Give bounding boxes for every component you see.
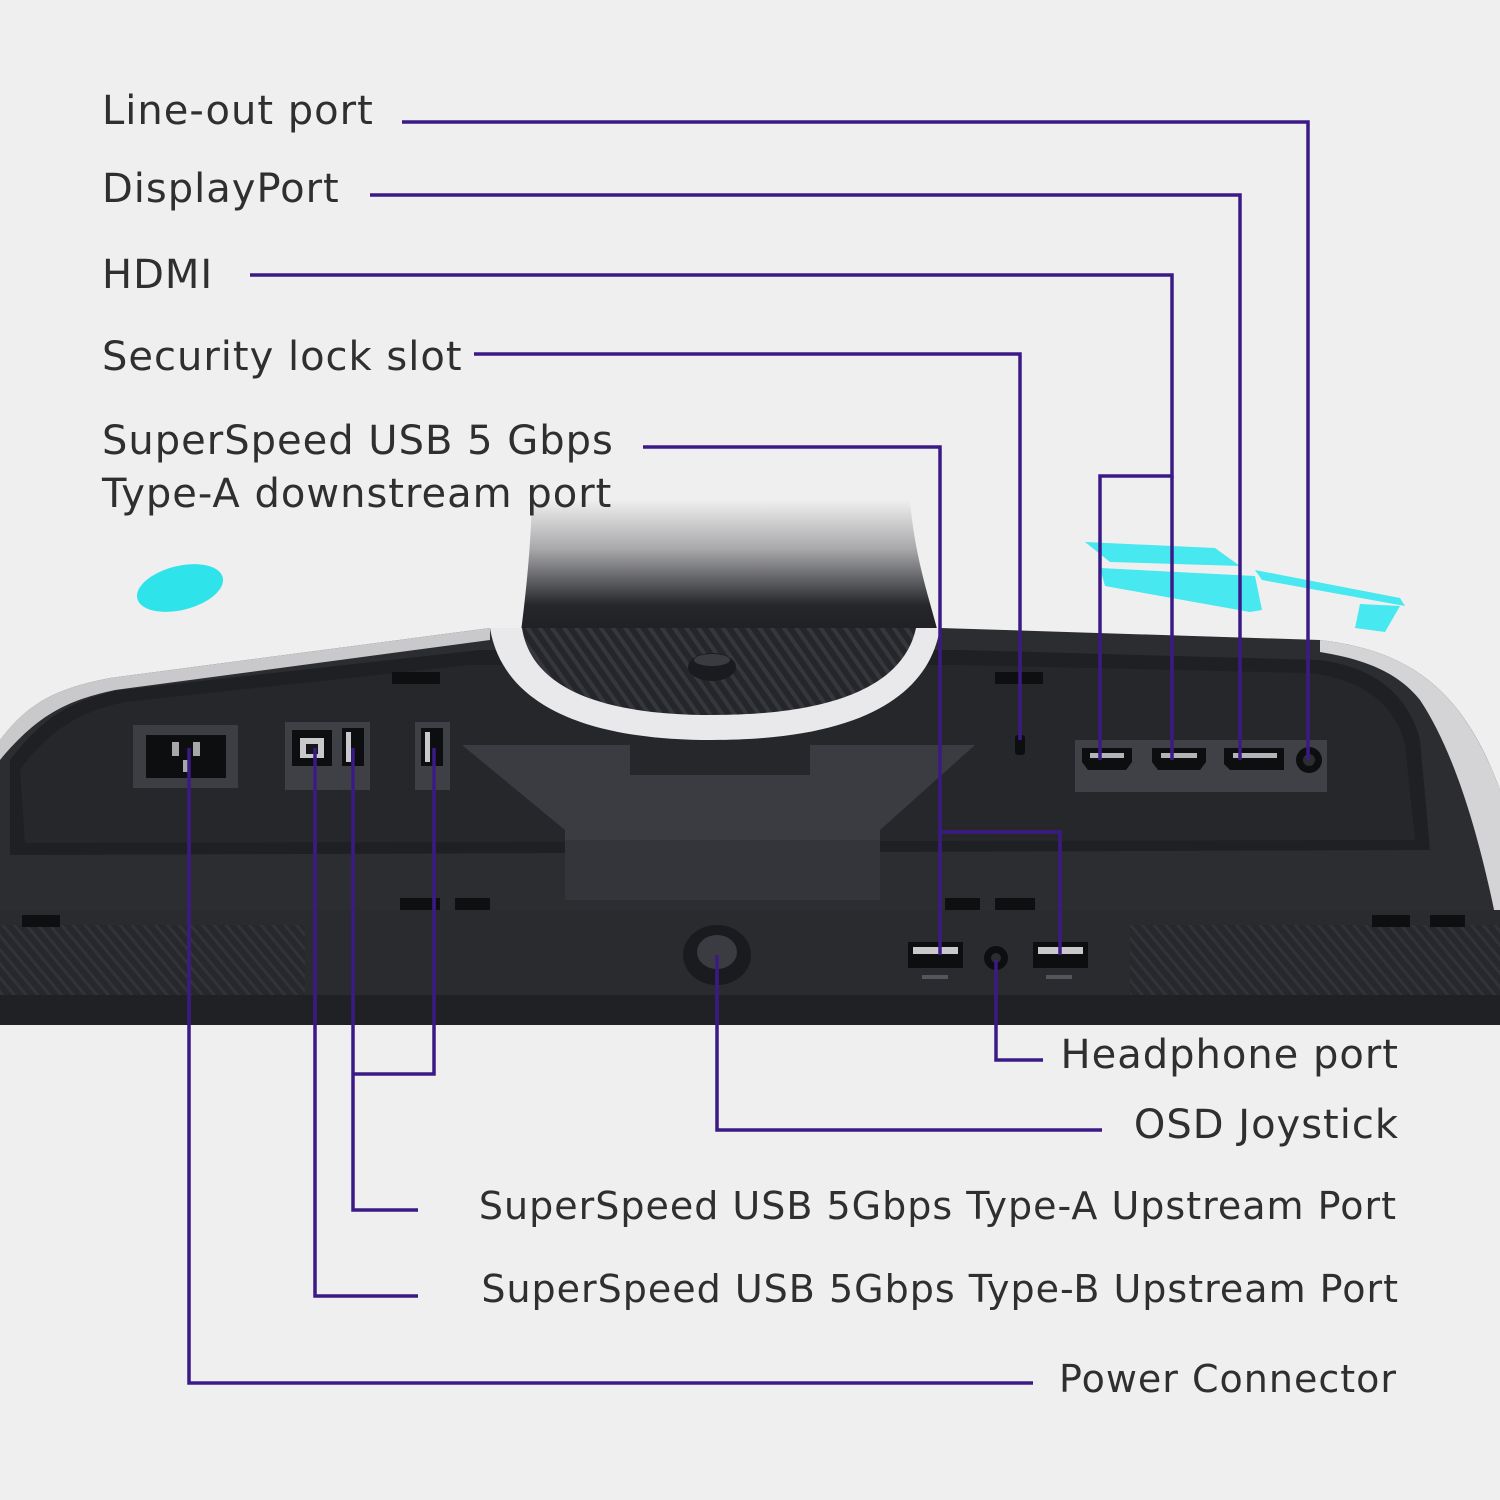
label-osd-joystick: OSD Joystick xyxy=(1133,1102,1399,1148)
label-hdmi: HDMI xyxy=(102,252,214,298)
label-displayport: DisplayPort xyxy=(102,166,340,212)
usb-b-port-icon xyxy=(292,730,332,766)
leader-usb-downstream-2 xyxy=(940,830,1062,955)
leader-usb-downstream xyxy=(643,445,942,955)
label-line-out-port: Line-out port xyxy=(102,88,374,134)
leader-displayport xyxy=(370,193,1242,760)
displayport-port-icon xyxy=(1224,748,1284,770)
leader-usb-a-upstream xyxy=(351,748,418,1212)
hdmi-port-icon xyxy=(1082,748,1132,770)
monitor-model-number-logo xyxy=(1085,542,1405,632)
hdmi-port-icon xyxy=(1152,748,1206,770)
security-lock-slot-icon xyxy=(1015,735,1025,755)
label-usb-downstream-line2: Type-A downstream port xyxy=(102,471,613,517)
label-headphone-port: Headphone port xyxy=(1060,1032,1399,1078)
alien-head-logo xyxy=(136,564,224,612)
label-power-connector: Power Connector xyxy=(1059,1357,1397,1401)
audio-jack-icon xyxy=(984,946,1008,970)
label-usb-b-upstream-port: SuperSpeed USB 5Gbps Type-B Upstream Por… xyxy=(481,1267,1399,1311)
label-usb-a-upstream-port: SuperSpeed USB 5Gbps Type-A Upstream Por… xyxy=(478,1184,1397,1228)
leader-power xyxy=(187,748,1033,1385)
usb-a-port-icon xyxy=(908,942,963,979)
leader-osd-joystick xyxy=(715,955,1102,1132)
leader-headphone xyxy=(994,960,1043,1062)
power-inlet-icon xyxy=(133,725,238,788)
leader-line-out xyxy=(402,120,1310,760)
label-security-lock-slot: Security lock slot xyxy=(102,334,463,380)
label-usb-downstream-line1: SuperSpeed USB 5 Gbps xyxy=(102,418,614,464)
usb-a-upstream-port-icon xyxy=(342,728,364,766)
leader-usb-b-upstream xyxy=(313,748,418,1298)
leader-security-lock xyxy=(474,352,1022,740)
leader-usb-downstream-rear xyxy=(353,748,436,1076)
